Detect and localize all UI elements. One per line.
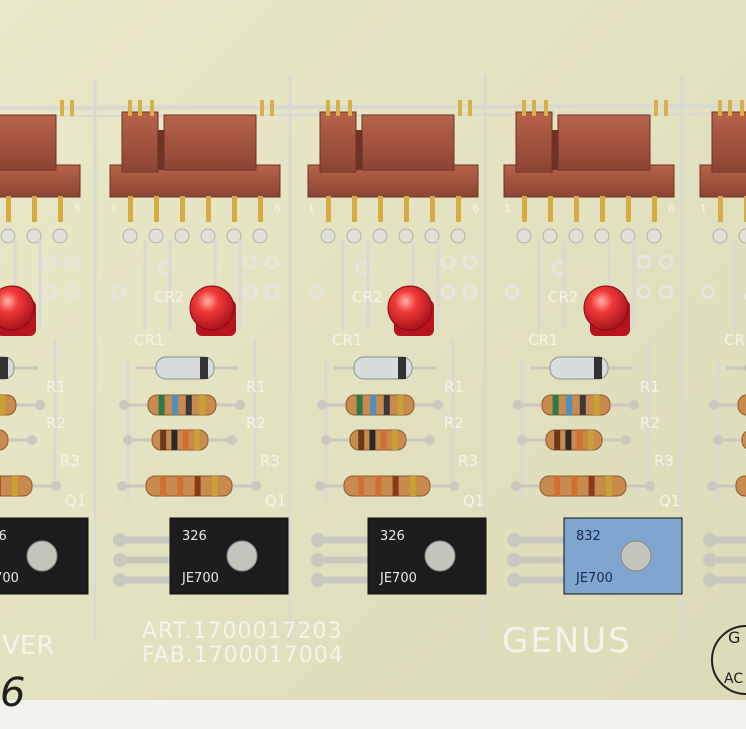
- label-q1: Q1: [65, 492, 86, 510]
- transistor-marking-top: 326: [380, 529, 405, 544]
- label-cr2: CR2: [548, 288, 578, 306]
- pin-label-last: 6: [274, 202, 281, 215]
- transistor-marking-top: 832: [576, 529, 601, 544]
- brand-genus: GENUS: [502, 621, 632, 661]
- label-cr2: CR2: [744, 288, 746, 306]
- transistor-marking-top: 326: [182, 529, 207, 544]
- transistor-marking-bottom: JE700: [181, 571, 219, 586]
- company-seal: G AC: [711, 625, 746, 695]
- pin-label-first: 1: [308, 202, 315, 215]
- resistor-r1: [737, 394, 746, 416]
- fab-number: FAB.1700017004: [142, 643, 344, 668]
- label-r1: R1: [46, 378, 66, 396]
- pin-label-last: 6: [668, 202, 675, 215]
- label-cr1: CR1: [332, 331, 362, 349]
- label-r2: R2: [444, 414, 464, 432]
- pin-label-first: 1: [700, 202, 707, 215]
- diode-cr1: [155, 356, 215, 380]
- label-cr1: CR1: [528, 331, 558, 349]
- resistor-r1: [147, 394, 217, 416]
- label-r3: R3: [260, 452, 280, 470]
- label-r2: R2: [46, 414, 66, 432]
- mounting-hole: [620, 540, 652, 572]
- transistor-marking-bottom: JE700: [575, 571, 613, 586]
- label-cr1: CR1: [134, 331, 164, 349]
- label-q1: Q1: [463, 492, 484, 510]
- label-r2: R2: [246, 414, 266, 432]
- transistor-marking-bottom: JE700: [379, 571, 417, 586]
- pin-label-last: 6: [472, 202, 479, 215]
- svg-text:G: G: [728, 628, 740, 647]
- label-cr2: CR2: [154, 288, 184, 306]
- label-r2: R2: [640, 414, 660, 432]
- led-cr2: [0, 285, 35, 331]
- art-number: ART.1700017203: [142, 619, 343, 644]
- label-r1: R1: [444, 378, 464, 396]
- diode-cr1: [353, 356, 413, 380]
- label-cr2: CR2: [352, 288, 382, 306]
- resistor-r2: [0, 429, 9, 451]
- resistor-r1: [541, 394, 611, 416]
- mounting-hole: [226, 540, 258, 572]
- transistor-marking-bottom: JE700: [0, 571, 19, 586]
- label-q1: Q1: [659, 492, 680, 510]
- handwritten-mark: 6: [0, 670, 25, 716]
- diode-cr1: [549, 356, 609, 380]
- led-cr2: [387, 285, 433, 331]
- label-r3: R3: [458, 452, 478, 470]
- label-r3: R3: [654, 452, 674, 470]
- resistor-r2: [741, 430, 746, 450]
- pin-label-first: 1: [504, 202, 511, 215]
- resistor-r1: [345, 394, 415, 416]
- led-cr2: [189, 285, 235, 331]
- mounting-hole: [424, 540, 456, 572]
- board-edge: [0, 700, 746, 729]
- led-cr2: [583, 285, 629, 331]
- left-fragment-text: VER: [2, 631, 54, 661]
- label-r3: R3: [60, 452, 80, 470]
- svg-text:AC: AC: [724, 671, 743, 687]
- transistor-marking-top: 326: [0, 529, 7, 544]
- mounting-hole: [26, 540, 58, 572]
- pin-label-first: 1: [110, 202, 117, 215]
- label-cr1: CR1: [724, 331, 746, 349]
- resistor-r3: [539, 475, 627, 497]
- label-q1: Q1: [265, 492, 286, 510]
- resistor-r3: [145, 475, 233, 497]
- resistor-r3: [343, 475, 431, 497]
- pin-label-last: 6: [74, 202, 81, 215]
- label-r1: R1: [640, 378, 660, 396]
- label-r1: R1: [246, 378, 266, 396]
- resistor-r3: [735, 475, 746, 497]
